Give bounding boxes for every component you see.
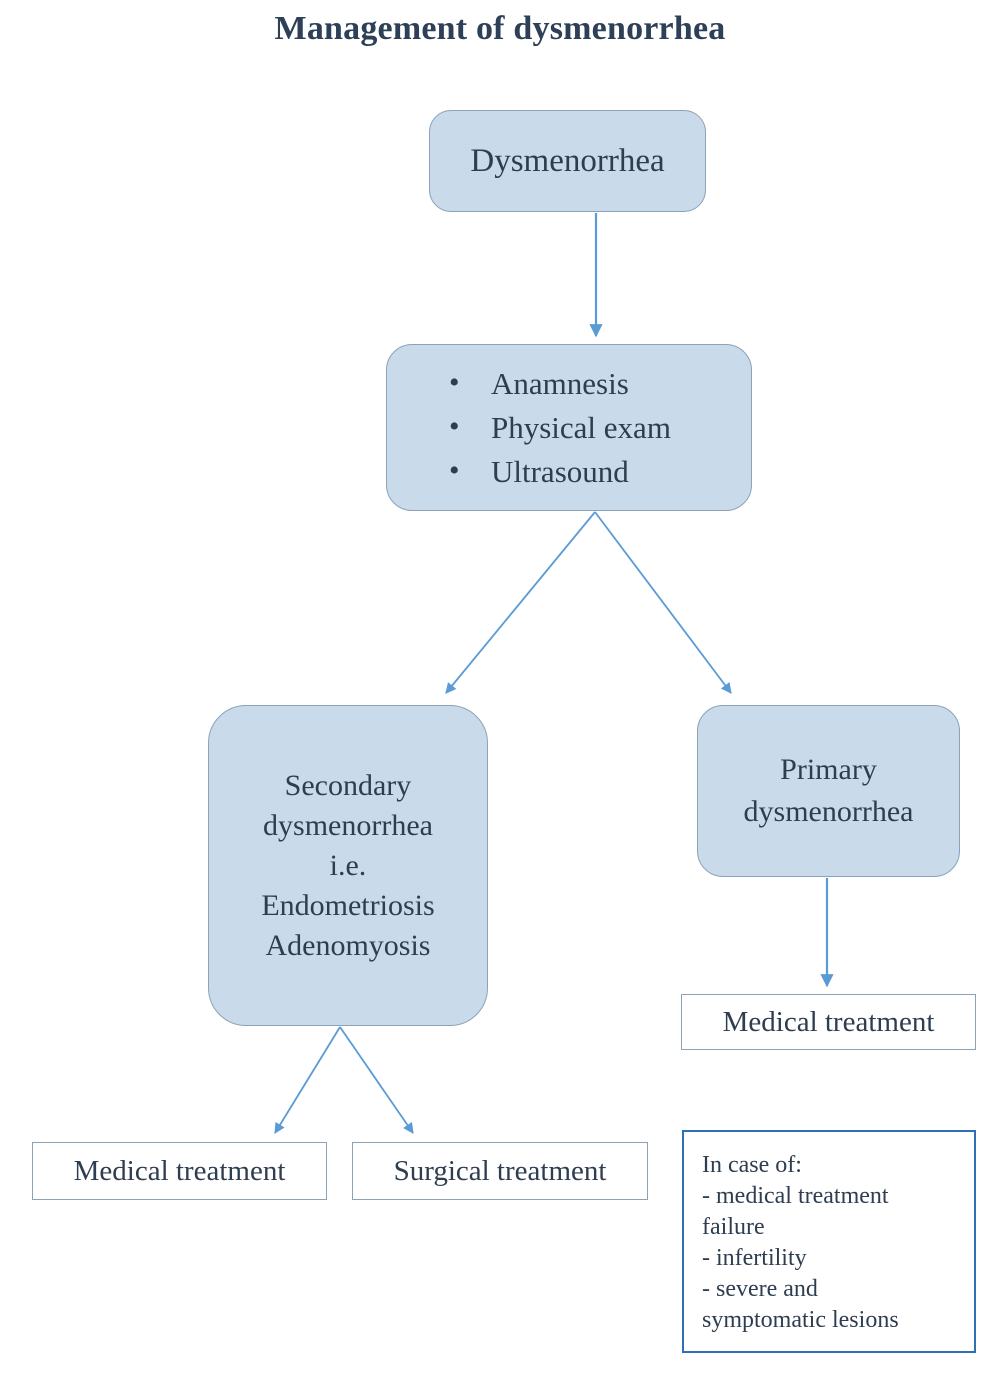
node-medical-treatment-primary[interactable]: Medical treatment: [681, 994, 976, 1050]
note-line-2: - medical treatment: [702, 1183, 889, 1209]
primary-line-2: dysmenorrhea: [743, 795, 914, 828]
note-line-5: - severe and: [702, 1276, 818, 1302]
note-line-3: failure: [702, 1214, 765, 1240]
assessment-item-physical-exam: Physical exam: [449, 405, 671, 450]
secondary-line-4: Endometriosis: [261, 888, 435, 922]
node-medical-treatment-secondary-label: Medical treatment: [73, 1154, 286, 1187]
page-title: Management of dysmenorrhea: [274, 10, 726, 47]
secondary-line-2: dysmenorrhea: [263, 808, 433, 842]
edge-secondary-to-surgical: [339, 1026, 414, 1134]
edge-assessment-to-secondary: [445, 511, 596, 694]
node-primary-dysmenorrhea-label: Primary dysmenorrhea: [744, 749, 914, 833]
note-line-1: In case of:: [702, 1152, 802, 1178]
primary-line-1: Primary: [780, 753, 877, 786]
node-surgical-treatment-secondary-label: Surgical treatment: [393, 1154, 607, 1187]
assessment-list: Anamnesis Physical exam Ultrasound: [387, 361, 671, 494]
node-medical-treatment-secondary[interactable]: Medical treatment: [32, 1142, 327, 1200]
node-secondary-dysmenorrhea[interactable]: Secondary dysmenorrhea i.e. Endometriosi…: [208, 705, 488, 1026]
note-box-surgical-indications: In case of: - medical treatment failure …: [682, 1130, 976, 1353]
assessment-item-anamnesis: Anamnesis: [449, 361, 671, 406]
node-primary-dysmenorrhea[interactable]: Primary dysmenorrhea: [697, 705, 960, 877]
edge-assessment-to-primary: [594, 511, 732, 694]
assessment-item-ultrasound: Ultrasound: [449, 449, 671, 494]
node-assessment[interactable]: Anamnesis Physical exam Ultrasound: [386, 344, 752, 511]
node-surgical-treatment-secondary[interactable]: Surgical treatment: [352, 1142, 648, 1200]
edge-secondary-to-medical: [274, 1026, 341, 1134]
note-lines: In case of: - medical treatment failure …: [702, 1150, 960, 1336]
note-line-6: symptomatic lesions: [702, 1307, 899, 1333]
note-line-4: - infertility: [702, 1245, 807, 1271]
secondary-line-1: Secondary: [284, 768, 412, 802]
secondary-line-5: Adenomyosis: [265, 928, 431, 962]
node-dysmenorrhea-label: Dysmenorrhea: [470, 142, 665, 179]
secondary-line-3: i.e.: [329, 848, 367, 882]
node-dysmenorrhea[interactable]: Dysmenorrhea: [429, 110, 706, 212]
node-medical-treatment-primary-label: Medical treatment: [722, 1005, 935, 1038]
node-secondary-dysmenorrhea-label: Secondary dysmenorrhea i.e. Endometriosi…: [261, 766, 434, 966]
